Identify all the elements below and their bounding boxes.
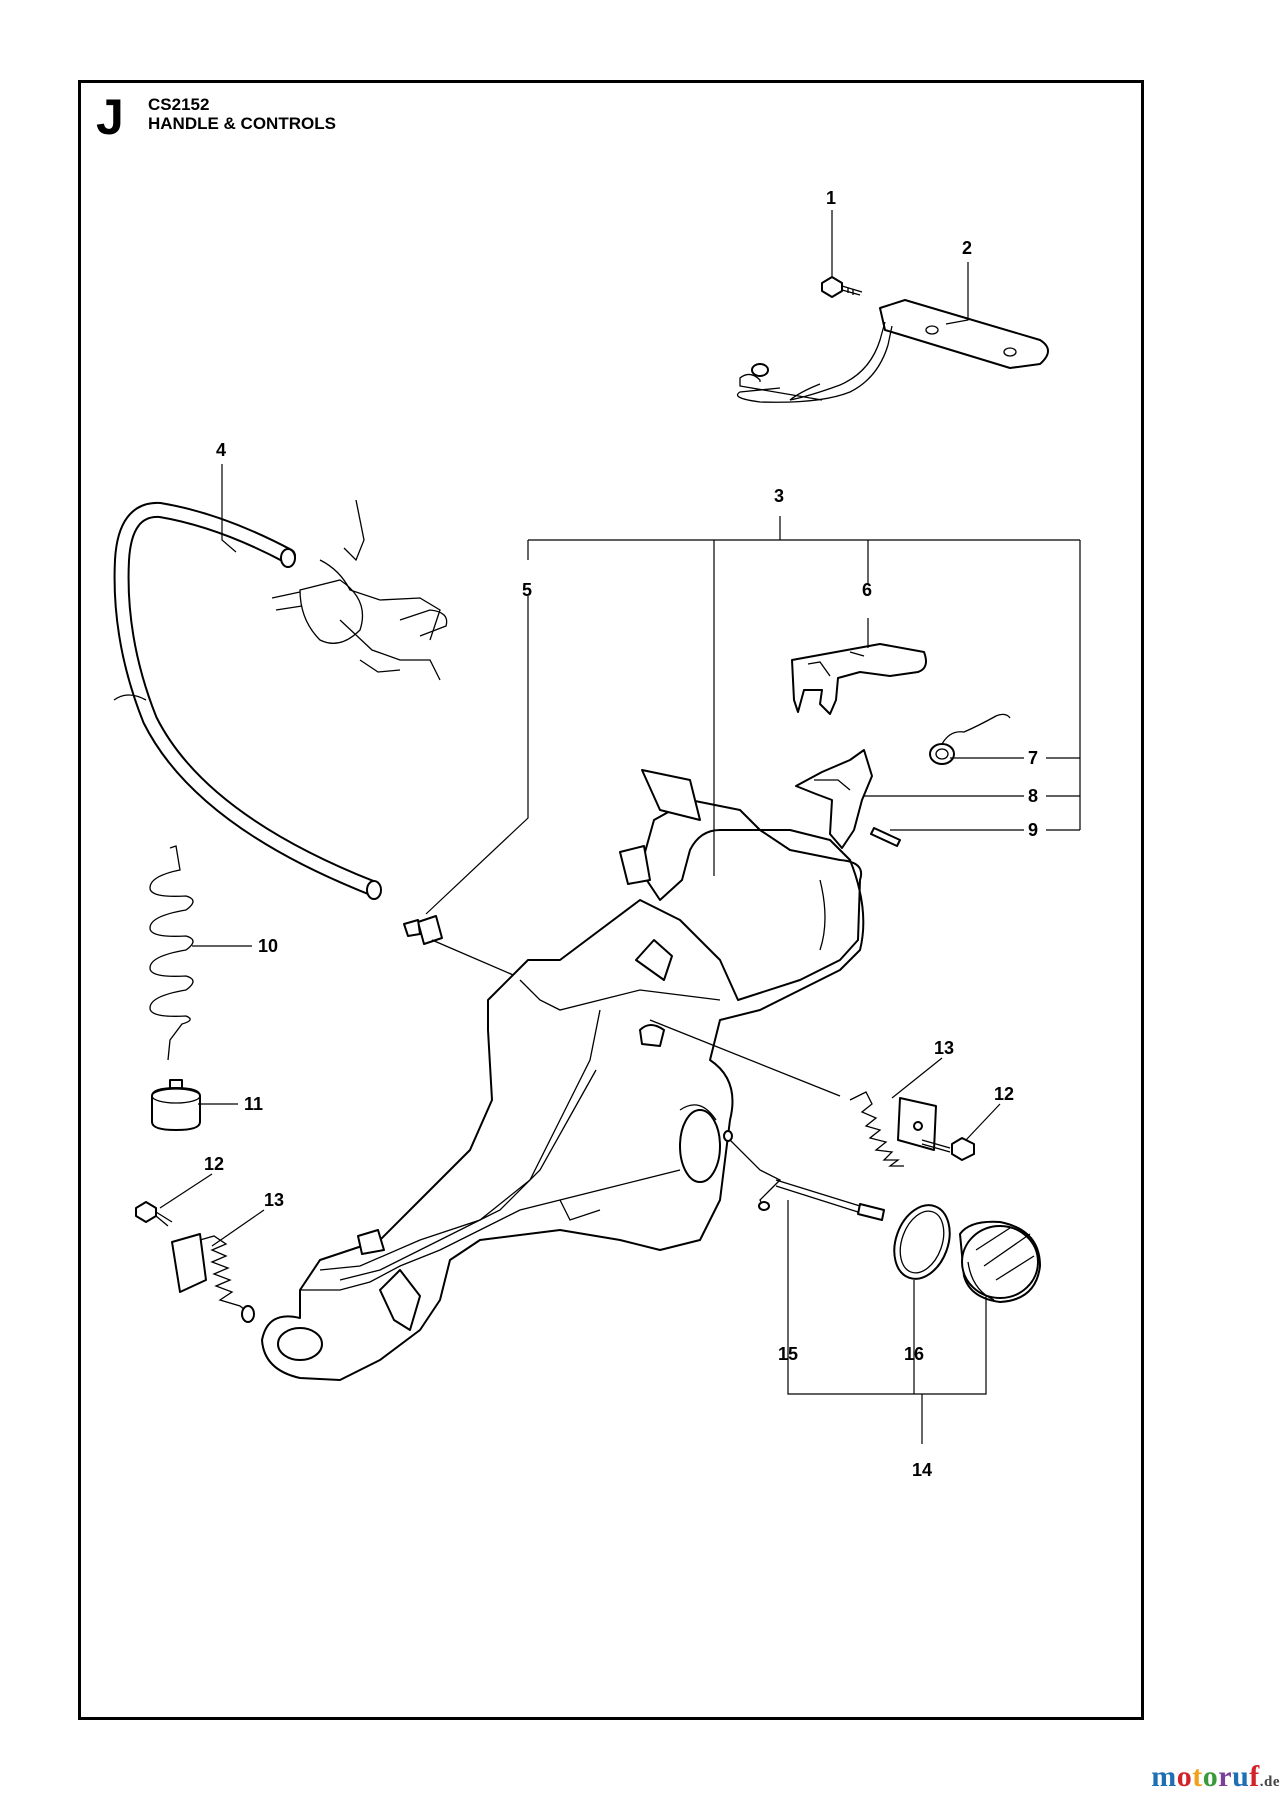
- part-throttle-trigger: [791, 643, 927, 715]
- part-screw-12-left: [135, 1201, 173, 1227]
- callout-11: 11: [244, 1094, 263, 1114]
- callout-3: 3: [774, 486, 784, 506]
- part-av-spring-right: [649, 1019, 937, 1167]
- callout-1: 1: [826, 188, 836, 208]
- part-hose: [113, 501, 382, 900]
- part-fuel-filter: [151, 1079, 201, 1131]
- watermark-domain: .de: [1259, 1774, 1280, 1790]
- callout-13-right: 13: [934, 1038, 954, 1058]
- part-o-ring: [893, 1204, 951, 1280]
- model-number: CS2152: [148, 95, 210, 114]
- section-letter: J: [96, 89, 124, 145]
- watermark-logo: motoruf.de: [1151, 1760, 1280, 1794]
- part-av-spring-left: [171, 1233, 255, 1323]
- part-pin: [870, 827, 901, 847]
- callout-10: 10: [258, 936, 278, 956]
- part-trigger-lockout: [795, 749, 873, 849]
- callout-5: 5: [522, 580, 532, 600]
- callout-15: 15: [778, 1344, 798, 1364]
- callout-4: 4: [216, 440, 226, 460]
- callout-13-left: 13: [264, 1190, 284, 1210]
- part-fuel-cap: [959, 1220, 1041, 1303]
- diagram-frame: [78, 80, 1144, 1720]
- part-rear-handle: [261, 769, 865, 1381]
- callout-labels: 1 2 3 4 5 6 7 8 9 10 11 12 13 13 12 15 1…: [204, 188, 1038, 1480]
- leader-lines: [159, 210, 1081, 1444]
- callout-8: 8: [1028, 786, 1038, 806]
- part-bracket: [736, 299, 1049, 403]
- watermark-text: motoruf: [1151, 1760, 1260, 1793]
- callout-16: 16: [904, 1344, 924, 1364]
- part-coil-spring: [149, 845, 194, 1061]
- callout-9: 9: [1028, 820, 1038, 840]
- part-spring-7: [929, 713, 1011, 765]
- callout-2: 2: [962, 238, 972, 258]
- part-vent: [723, 1130, 885, 1221]
- part-screw-12-right: [921, 1137, 975, 1161]
- callout-6: 6: [862, 580, 872, 600]
- callout-14: 14: [912, 1460, 932, 1480]
- carburetor-sketch: [271, 499, 448, 681]
- section-title: HANDLE & CONTROLS: [148, 114, 336, 133]
- callout-12-left: 12: [204, 1154, 224, 1174]
- callout-12-right: 12: [994, 1084, 1014, 1104]
- part-screw-1: [821, 276, 863, 298]
- callout-7: 7: [1028, 748, 1038, 768]
